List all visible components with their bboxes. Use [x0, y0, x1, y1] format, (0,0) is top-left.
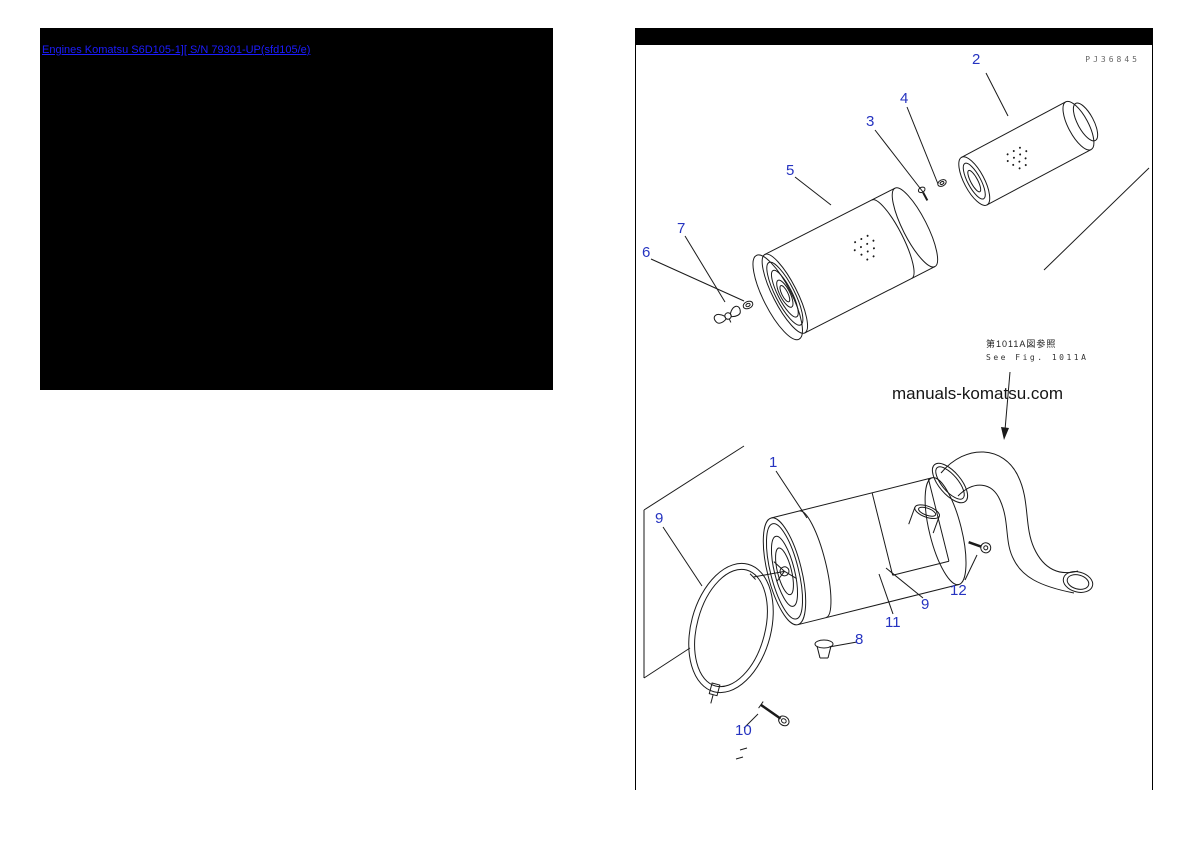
callout-12: 12: [950, 582, 967, 599]
bolt-part12: [968, 541, 992, 554]
washer-part6: [742, 300, 754, 310]
body-part1: [749, 477, 967, 626]
outer-element-part2: [958, 100, 1099, 206]
air-cleaner-diagram: [643, 72, 1150, 760]
fig-reference-arrow: [1001, 371, 1011, 440]
clamp-band-part9: [688, 562, 774, 704]
inlet-port: [908, 504, 940, 534]
diagram-panel: PJ36845 第1011A図参照 See Fig. 1011A manuals…: [635, 28, 1153, 790]
fig-reference-jp: 第1011A図参照: [986, 339, 1057, 349]
wing-nut-part7: [713, 305, 741, 324]
figure-code: PJ36845: [1085, 55, 1140, 64]
inner-element-part5: [752, 187, 939, 341]
manual-title-link[interactable]: Engines Komatsu S6D105-1][ S/N 79301-UP(…: [42, 44, 311, 56]
callout-8: 8: [855, 631, 864, 648]
frame-lines: [643, 167, 1150, 679]
callout-5: 5: [786, 162, 795, 179]
diagram-header-bar: [636, 28, 1152, 45]
bolt-part3: [917, 186, 929, 201]
callout-10: 10: [735, 722, 752, 739]
callout-7: 7: [677, 220, 686, 237]
callout-9-left: 9: [655, 510, 664, 527]
dust-valve-part8: [814, 639, 834, 659]
preview-panel: Engines Komatsu S6D105-1][ S/N 79301-UP(…: [40, 28, 553, 390]
fig-reference-en: See Fig. 1011A: [986, 353, 1089, 362]
callout-11: 11: [885, 614, 901, 631]
bolt-part10: [758, 701, 790, 727]
outlet-duct: [931, 451, 1094, 594]
leader-lines: [650, 72, 1009, 729]
watermark: manuals-komatsu.com: [892, 384, 1064, 403]
tick-marks: [735, 747, 748, 760]
callout-4: 4: [900, 90, 909, 107]
callout-1: 1: [769, 454, 778, 471]
callout-6: 6: [642, 244, 651, 261]
callout-2: 2: [972, 51, 981, 68]
callout-3: 3: [866, 113, 875, 130]
callout-9-right: 9: [921, 596, 930, 613]
washer-part4: [937, 179, 947, 187]
